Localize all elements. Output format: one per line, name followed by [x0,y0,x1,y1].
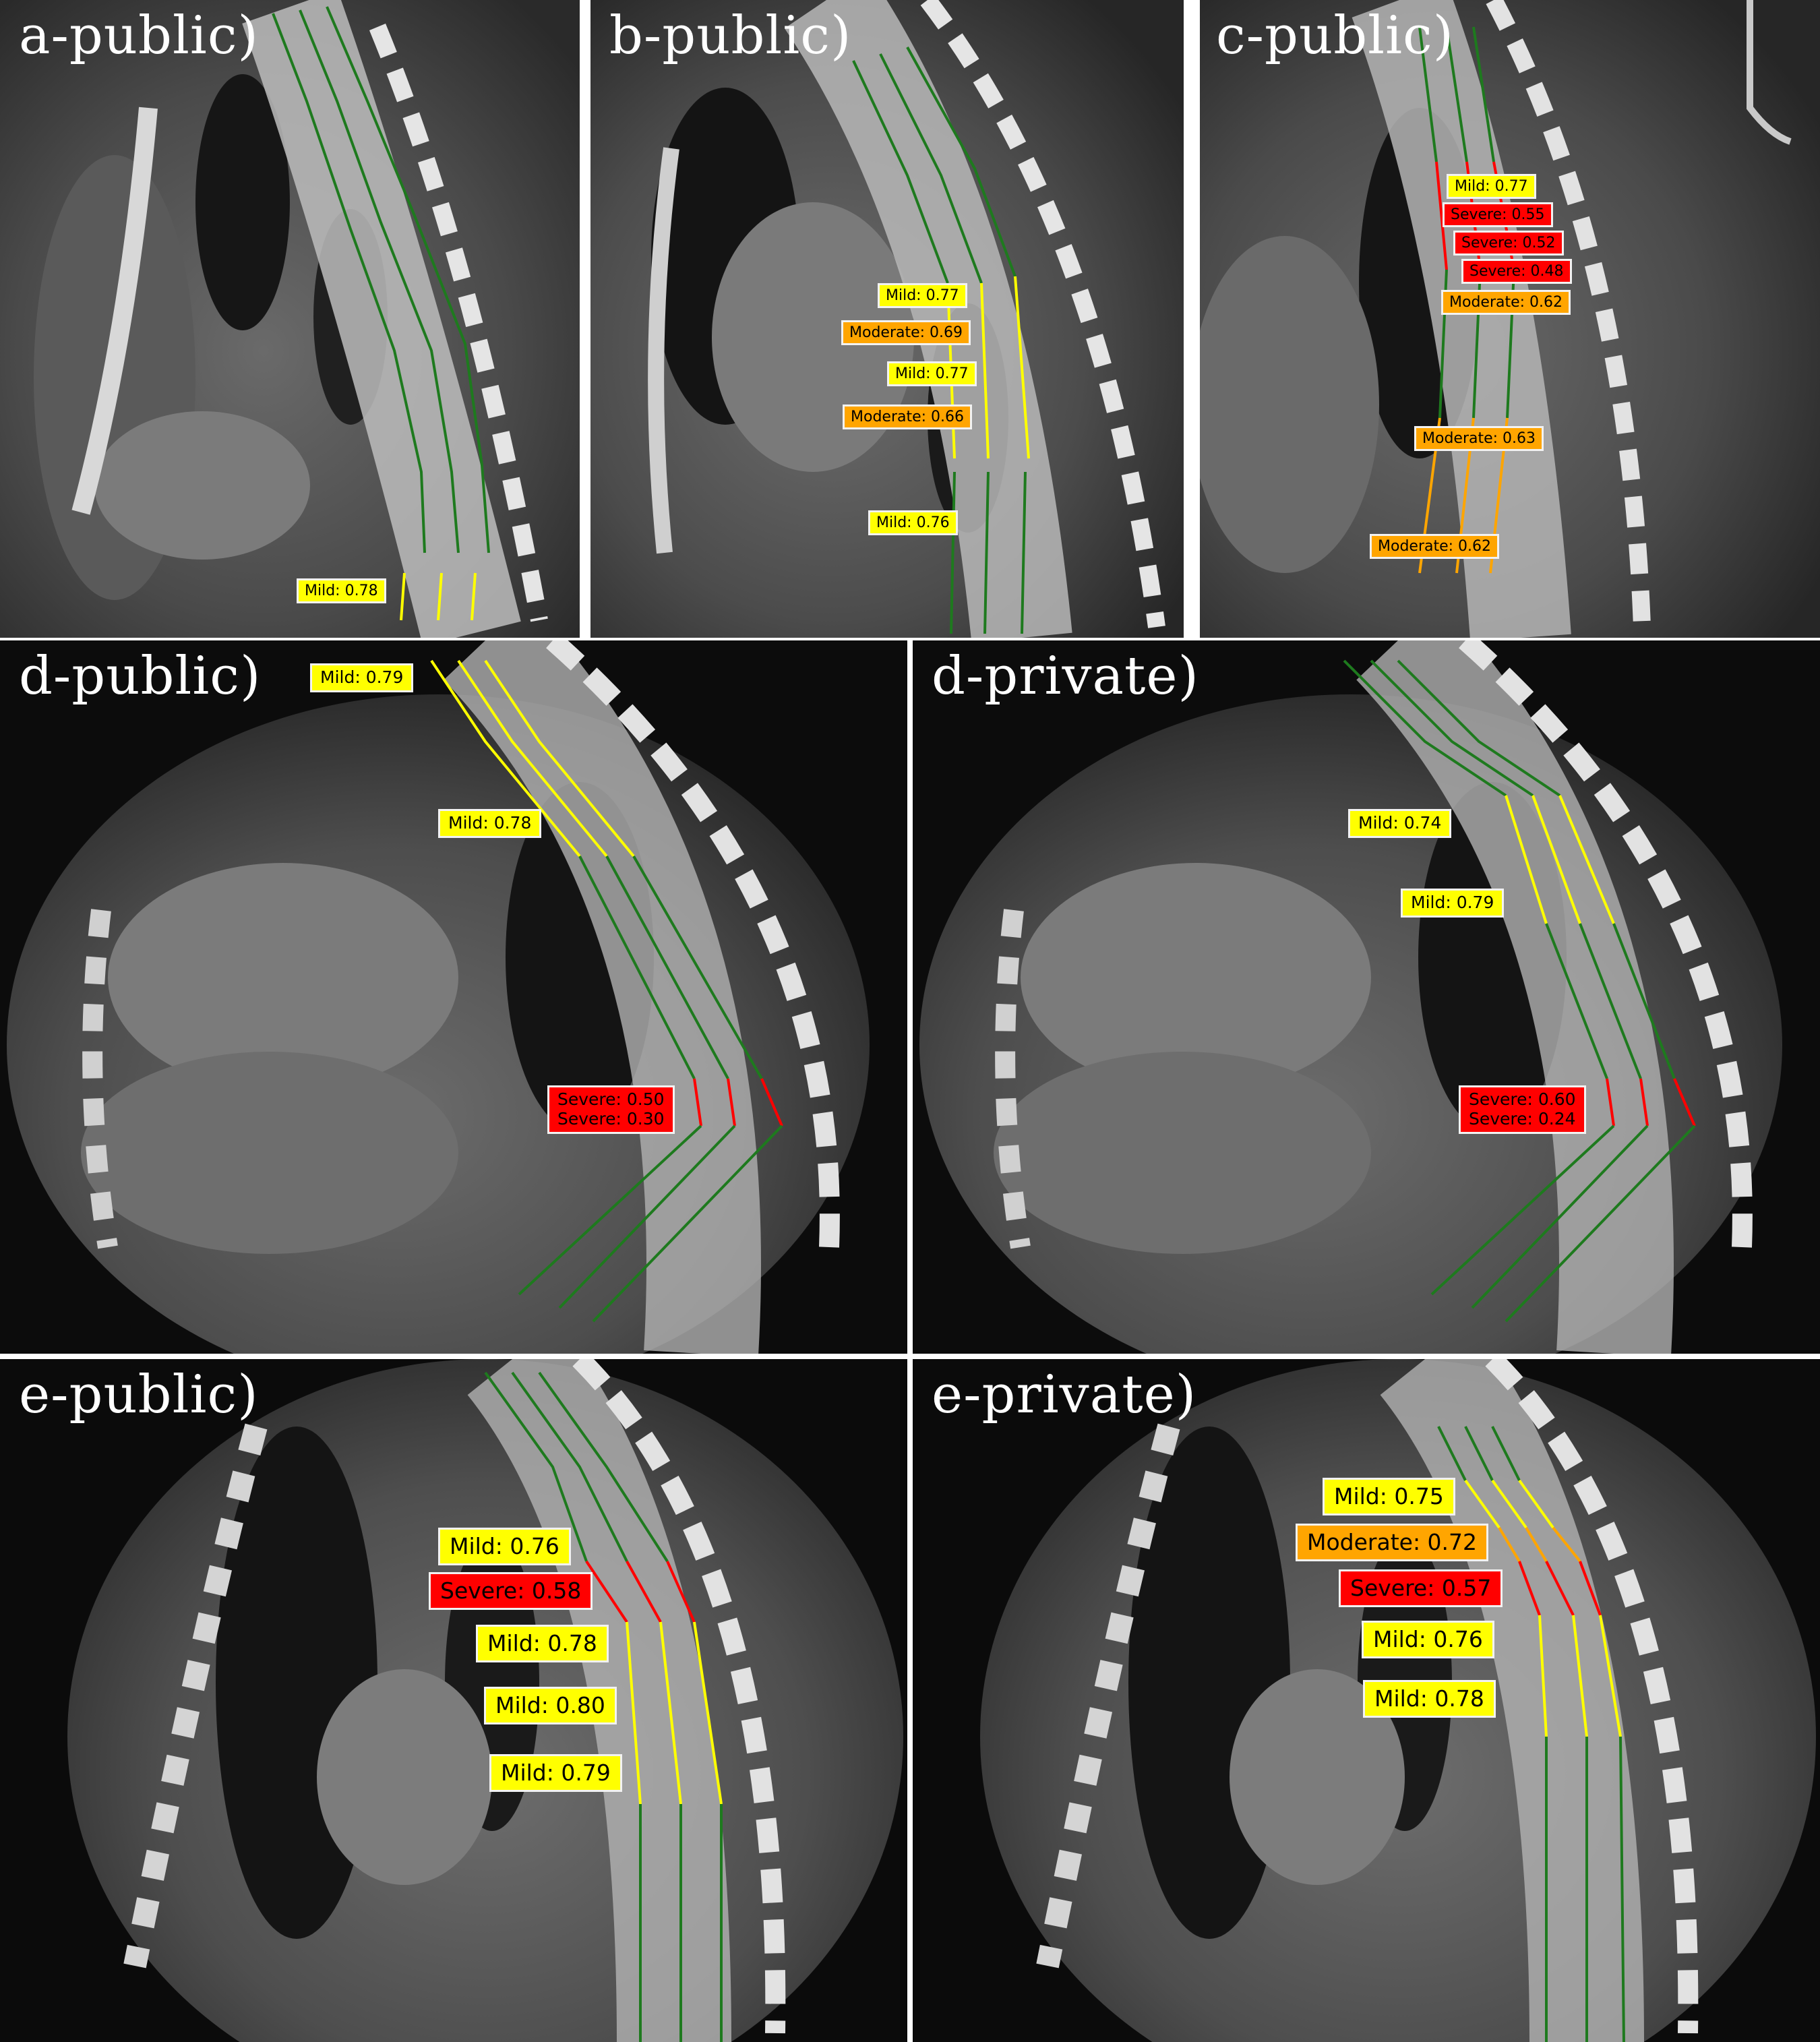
grade-label: Mild: 0.76 [438,1528,571,1565]
grade-label: Mild: 0.78 [297,578,386,604]
ct-scan-image [0,640,907,1354]
panel-title: b-public) [609,5,852,66]
panel-title: d-public) [19,646,262,707]
grade-label: Severe: 0.52 [1453,231,1564,256]
grade-label: Mild: 0.79 [489,1754,622,1792]
ct-scan-image [0,0,585,638]
ct-scan-image [590,0,1192,638]
grade-label: Severe: 0.57 [1339,1569,1503,1607]
grade-label-pair: Severe: 0.50 Severe: 0.30 [547,1085,675,1134]
ct-scan-image [913,640,1820,1354]
grade-label: Moderate: 0.62 [1370,534,1500,560]
grade-label: Moderate: 0.66 [843,404,973,430]
panel-title: a-public) [19,5,259,66]
grade-label: Severe: 0.58 [429,1572,593,1610]
grade-label-pair: Severe: 0.60 Severe: 0.24 [1459,1085,1586,1134]
grade-label: Mild: 0.78 [438,809,542,838]
grade-label: Moderate: 0.63 [1414,426,1544,452]
grade-label: Severe: 0.60 [1469,1089,1576,1109]
grade-label: Mild: 0.80 [484,1687,617,1724]
panel-title: e-private) [932,1364,1197,1425]
grade-label: Mild: 0.78 [1363,1680,1496,1718]
grade-label: Moderate: 0.62 [1441,290,1571,316]
grade-label: Mild: 0.77 [887,361,977,387]
grade-label: Mild: 0.79 [310,663,414,692]
grade-label: Mild: 0.77 [878,283,967,309]
vertebra-markers [272,6,490,621]
grade-label: Severe: 0.50 [557,1089,665,1109]
grade-label: Moderate: 0.69 [841,320,971,346]
grade-label: Mild: 0.78 [476,1625,609,1662]
grade-label: Mild: 0.75 [1323,1478,1455,1515]
grade-label: Moderate: 0.72 [1296,1524,1489,1561]
panel-c-public: c-public) Mild: 0.77 Severe: 0.55 Severe… [1197,0,1820,638]
panel-title: d-private) [932,646,1199,707]
panel-e-public: e-public) Mild: 0.76 Severe: 0.58 Mild: … [0,1359,907,2042]
grade-label: Mild: 0.79 [1401,889,1505,918]
panel-title: c-public) [1216,5,1455,66]
grade-label: Severe: 0.48 [1461,259,1572,284]
panel-d-public: d-public) Mild: 0.79 Mild: 0.78 Severe: … [0,640,907,1354]
ct-scan-image [1197,0,1820,638]
panel-e-private: e-private) Mild: 0.75 Moderate: 0.72 Sev… [913,1359,1820,2042]
grade-label: Mild: 0.74 [1348,809,1452,838]
panel-title: e-public) [19,1364,259,1425]
panel-d-private: d-private) Mild: 0.74 Mild: 0.79 Severe:… [913,640,1820,1354]
grade-label: Mild: 0.76 [1362,1621,1494,1658]
ct-scan-image [0,1359,907,2042]
grade-label: Severe: 0.30 [557,1108,665,1129]
grade-label: Severe: 0.24 [1469,1108,1576,1129]
panel-b-public: b-public) Mild: 0.77 Moderate: 0.69 Mild… [590,0,1192,638]
grade-label: Mild: 0.76 [868,510,958,536]
grade-label: Severe: 0.55 [1443,202,1553,228]
grade-label: Mild: 0.77 [1447,174,1536,200]
panel-a-public: a-public) Mild: 0.78 [0,0,585,638]
